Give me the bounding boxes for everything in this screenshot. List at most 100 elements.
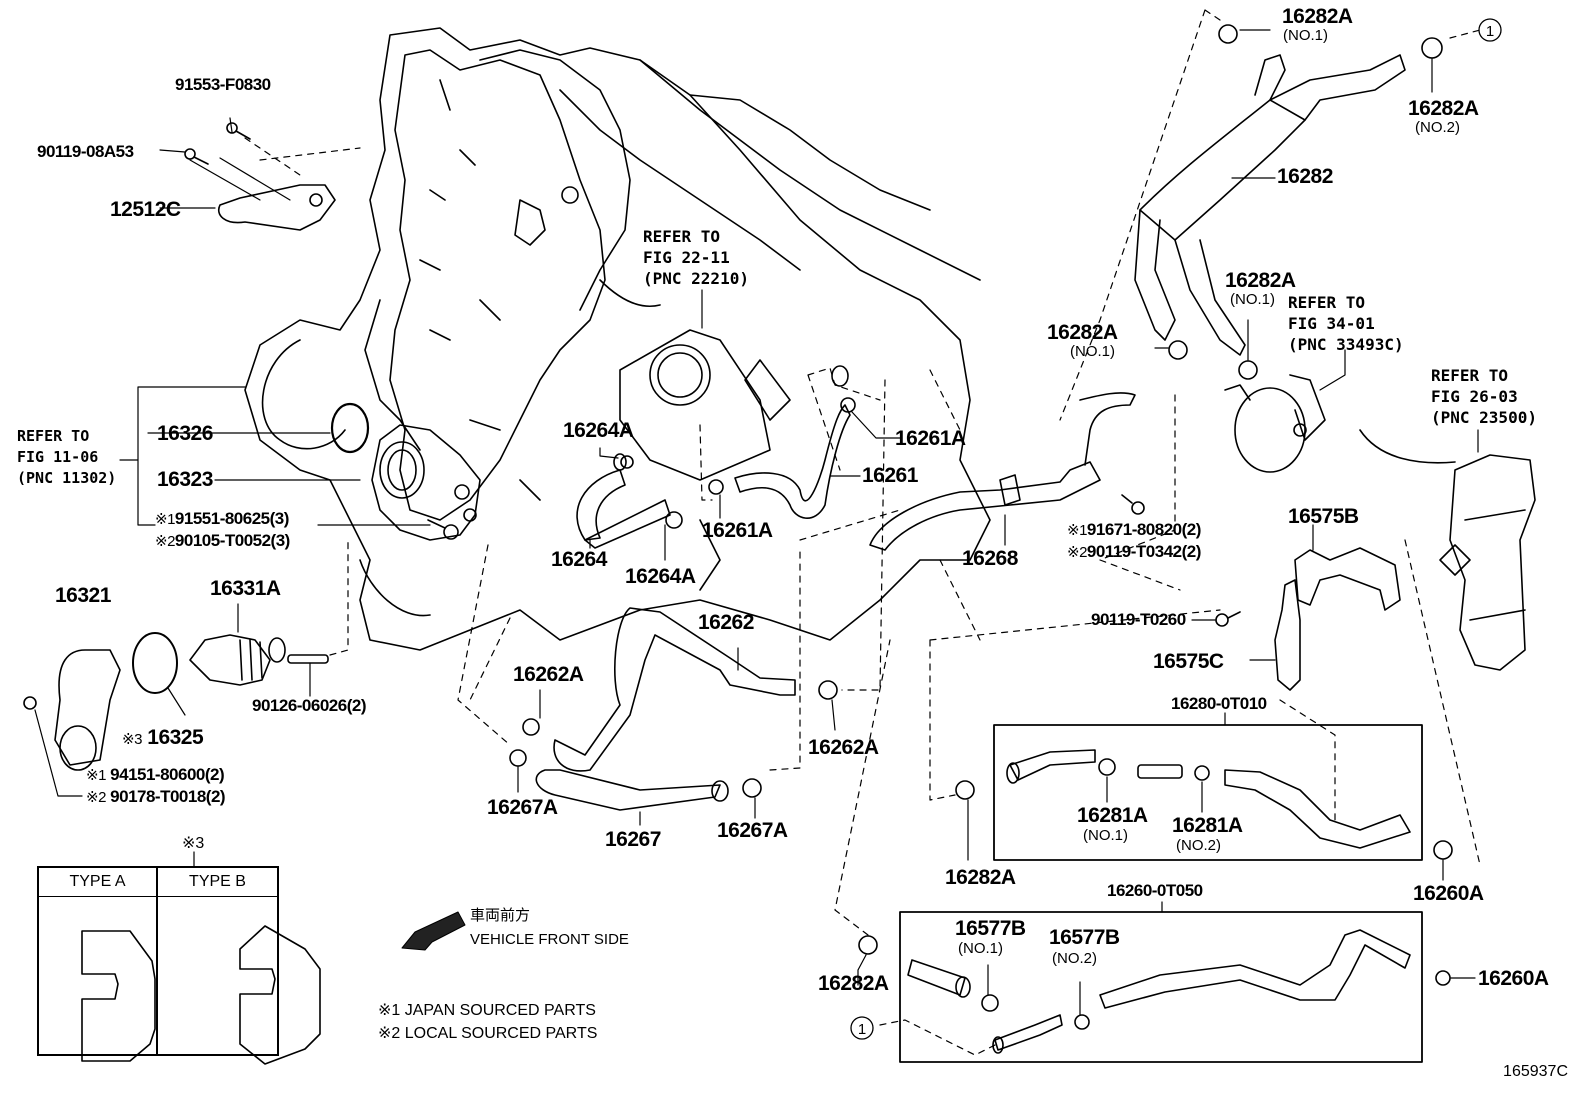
bracket-16575C[interactable] bbox=[1274, 579, 1301, 691]
part-label-16282A-mid-no1-left[interactable]: 16282A bbox=[1047, 321, 1118, 344]
part-label-90119-08A53[interactable]: 90119-08A53 bbox=[37, 142, 134, 161]
part-label-16260-0T050[interactable]: 16260-0T050 bbox=[1107, 881, 1203, 900]
part-label-91553-F0830[interactable]: 91553-F0830 bbox=[175, 75, 271, 94]
part-label-16577B-no2[interactable]: 16577B bbox=[1049, 926, 1120, 949]
part-label-16326[interactable]: 16326 bbox=[157, 422, 213, 445]
part-label-16321[interactable]: 16321 bbox=[55, 584, 111, 607]
part-label-16267A-1[interactable]: 16267A bbox=[487, 796, 558, 819]
reference-fig-26-03[interactable]: REFER TO FIG 26-03 (PNC 23500) bbox=[1431, 366, 1537, 427]
leader-16575 bbox=[1191, 524, 1314, 661]
part-label-16267A-2[interactable]: 16267A bbox=[717, 819, 788, 842]
assembly-dashed-line bbox=[329, 539, 349, 656]
clamp-16261A-2[interactable] bbox=[708, 479, 724, 495]
part-label-16260A-2[interactable]: 16260A bbox=[1478, 967, 1549, 990]
part-label-90178-T0018[interactable]: ※2 90178-T0018(2) bbox=[86, 787, 226, 806]
part-label-16264A-2[interactable]: 16264A bbox=[625, 565, 696, 588]
clamp-16260A-1[interactable] bbox=[1433, 840, 1453, 860]
stud-90126[interactable] bbox=[287, 654, 329, 664]
clamp-16264A-1[interactable] bbox=[620, 455, 634, 469]
clamp-16264A-2[interactable] bbox=[665, 511, 683, 529]
hose-16262[interactable] bbox=[553, 607, 796, 772]
bracket-16575B[interactable] bbox=[1294, 547, 1401, 611]
part-label-16282[interactable]: 16282 bbox=[1277, 165, 1333, 188]
vacuum-pump[interactable] bbox=[1224, 374, 1326, 473]
clamp-16260A-2[interactable] bbox=[1435, 970, 1451, 986]
kit-dashed bbox=[1279, 699, 1336, 821]
throttle-body[interactable] bbox=[619, 329, 791, 481]
clamp-16262A-2[interactable] bbox=[818, 680, 838, 700]
part-label-90126-06026[interactable]: 90126-06026(2) bbox=[252, 696, 366, 715]
part-label-16261A-1[interactable]: 16261A bbox=[895, 427, 966, 450]
part-label-16260A-1[interactable]: 16260A bbox=[1413, 882, 1484, 905]
part-label-94151-80600[interactable]: ※1 94151-80600(2) bbox=[86, 765, 225, 784]
part-label-16262A-2[interactable]: 16262A bbox=[808, 736, 879, 759]
nut-94151[interactable] bbox=[23, 696, 37, 710]
part-label-16575B[interactable]: 16575B bbox=[1288, 505, 1359, 528]
part-label-16264[interactable]: 16264 bbox=[551, 548, 607, 571]
hose-16267[interactable] bbox=[535, 769, 729, 811]
clamp-16282A-mid2[interactable] bbox=[1238, 360, 1258, 380]
clamp-16267A-2[interactable] bbox=[742, 778, 762, 798]
legend-japan-sourced: ※1 JAPAN SOURCED PARTS bbox=[378, 1002, 596, 1019]
bypass-hose-16282[interactable] bbox=[1134, 54, 1406, 356]
clamp-16282A-top1[interactable] bbox=[1218, 24, 1238, 44]
bolt-91551[interactable] bbox=[427, 519, 459, 540]
bolt-90119-T0260[interactable] bbox=[1215, 611, 1241, 627]
part-label-16282A-low-2[interactable]: 16282A bbox=[818, 972, 889, 995]
part-label-16267[interactable]: 16267 bbox=[605, 828, 661, 851]
part-label-16261A-2[interactable]: 16261A bbox=[702, 519, 773, 542]
part-label-90119-T0260[interactable]: 90119-T0260 bbox=[1091, 610, 1186, 629]
thermostat-16331A[interactable] bbox=[189, 634, 286, 686]
part-label-16282A-top-no1[interactable]: 16282A bbox=[1282, 5, 1353, 28]
clamp-16282A-mid1[interactable] bbox=[1168, 340, 1188, 360]
gasket-16326[interactable] bbox=[330, 402, 370, 454]
hose-16261[interactable] bbox=[734, 404, 851, 519]
brake-actuator[interactable] bbox=[1359, 429, 1536, 671]
part-label-16261[interactable]: 16261 bbox=[862, 464, 918, 487]
bolt-90119-08A53[interactable] bbox=[184, 148, 209, 165]
water-inlet-housing-16323[interactable] bbox=[371, 424, 481, 541]
clamp-16281A-2[interactable] bbox=[1194, 765, 1210, 781]
part-label-16331A[interactable]: 16331A bbox=[210, 577, 281, 600]
water-inlet-16321[interactable] bbox=[54, 649, 121, 771]
part-label-16280-0T010[interactable]: 16280-0T010 bbox=[1171, 694, 1267, 713]
part-label-91671-80820[interactable]: ※191671-80820(2) bbox=[1067, 520, 1201, 539]
clamp-16577B-2[interactable] bbox=[1074, 1014, 1090, 1030]
reference-fig-11-06[interactable]: REFER TO FIG 11-06 (PNC 11302) bbox=[17, 427, 117, 487]
part-label-16281A-no1[interactable]: 16281A bbox=[1077, 804, 1148, 827]
bolt-91553-F0830[interactable] bbox=[226, 122, 251, 140]
part-label-90119-T0342[interactable]: ※290119-T0342(2) bbox=[1067, 542, 1201, 561]
bracket-12512C[interactable] bbox=[218, 184, 336, 231]
clamp-16262A-1[interactable] bbox=[522, 718, 540, 736]
part-label-16264A-1[interactable]: 16264A bbox=[563, 419, 634, 442]
part-label-16325[interactable]: ※3 16325 bbox=[122, 726, 204, 749]
part-label-16268[interactable]: 16268 bbox=[962, 547, 1018, 570]
clamp-16577B-1[interactable] bbox=[981, 994, 999, 1012]
clamp-16282A-low2[interactable] bbox=[858, 935, 878, 955]
hose-16264[interactable] bbox=[576, 453, 671, 549]
clamp-16261A-1[interactable] bbox=[840, 397, 856, 413]
part-label-16262[interactable]: 16262 bbox=[698, 611, 754, 634]
clamp-16282A-top2[interactable] bbox=[1421, 37, 1443, 59]
bolt-91671[interactable] bbox=[1121, 494, 1145, 515]
part-label-16262A-1[interactable]: 16262A bbox=[513, 663, 584, 686]
hose-16260-parts[interactable] bbox=[907, 929, 1411, 1054]
hose-16280-parts[interactable] bbox=[1006, 749, 1411, 849]
part-label-16282A-top-no2[interactable]: 16282A bbox=[1408, 97, 1479, 120]
clamp-16267A-1[interactable] bbox=[509, 749, 527, 767]
part-label-16282A-low-1[interactable]: 16282A bbox=[945, 866, 1016, 889]
clamp-16282A-low1[interactable] bbox=[955, 780, 975, 800]
part-label-16281A-no2[interactable]: 16281A bbox=[1172, 814, 1243, 837]
reference-fig-22-11[interactable]: REFER TO FIG 22-11 (PNC 22210) bbox=[643, 227, 749, 288]
pipe-16268[interactable] bbox=[869, 392, 1136, 551]
part-label-16282A-mid-no1-right[interactable]: 16282A bbox=[1225, 269, 1296, 292]
part-label-12512C[interactable]: 12512C bbox=[110, 198, 181, 221]
gasket-16325[interactable] bbox=[132, 632, 178, 694]
part-label-16577B-no1[interactable]: 16577B bbox=[955, 917, 1026, 940]
part-label-16323[interactable]: 16323 bbox=[157, 468, 213, 491]
reference-fig-34-01[interactable]: REFER TO FIG 34-01 (PNC 33493C) bbox=[1288, 293, 1404, 354]
part-label-90105-T0052[interactable]: ※290105-T0052(3) bbox=[155, 531, 290, 550]
part-label-91551-80625[interactable]: ※191551-80625(3) bbox=[155, 509, 289, 528]
part-label-16575C[interactable]: 16575C bbox=[1153, 650, 1224, 673]
clamp-16281A-1[interactable] bbox=[1098, 758, 1116, 776]
